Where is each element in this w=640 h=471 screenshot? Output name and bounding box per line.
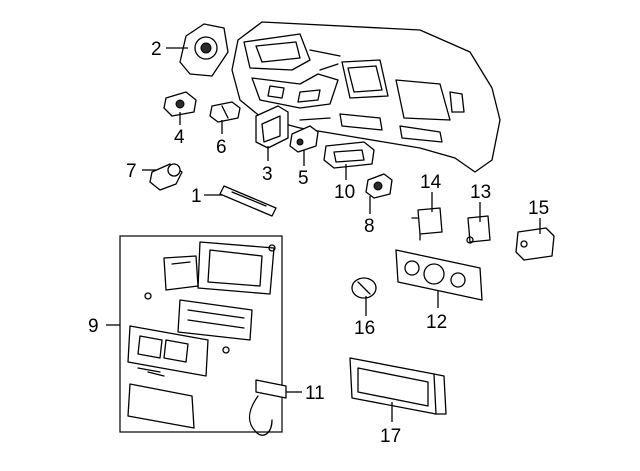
part-7-sensor	[149, 163, 183, 191]
callout-17: 17	[380, 426, 401, 447]
callout-10: 10	[334, 182, 355, 203]
part-12-control-panel	[395, 249, 483, 301]
callout-1: 1	[191, 186, 202, 207]
part-10-bezel	[323, 141, 375, 169]
part-13-bracket	[466, 215, 491, 244]
callout-9: 9	[88, 316, 99, 337]
callout-14: 14	[420, 172, 442, 193]
callout-5: 5	[298, 168, 309, 189]
part-17-climate-control	[349, 357, 447, 415]
callout-15: 15	[528, 198, 549, 219]
callout-12: 12	[426, 312, 447, 333]
part-2-headlamp-switch	[179, 23, 229, 77]
callout-6: 6	[216, 137, 227, 158]
instrument-panel	[231, 21, 501, 173]
part-15-module	[515, 227, 555, 261]
callout-16: 16	[354, 318, 375, 339]
part-4-switch	[163, 91, 197, 117]
part-9-group-box	[119, 235, 283, 433]
leader-lines	[106, 47, 541, 422]
callout-4: 4	[174, 127, 185, 148]
part-11-harness	[248, 379, 287, 436]
part-1-trim	[219, 185, 277, 217]
part-9-cluster-components	[127, 241, 276, 429]
part-6-switch	[209, 101, 241, 123]
callout-11: 11	[305, 383, 325, 404]
part-5-switch	[289, 125, 319, 153]
callout-2: 2	[151, 39, 162, 60]
callout-labels: 2 4 6 3 5 10 7 8 1 14 13 15 12 16 9 11 1…	[88, 39, 549, 447]
callout-7: 7	[126, 161, 137, 182]
part-3-module	[255, 105, 289, 149]
callout-3: 3	[262, 164, 273, 185]
part-16-knob	[351, 277, 377, 299]
callout-8: 8	[364, 216, 375, 237]
part-14-sensor	[411, 207, 443, 241]
callout-13: 13	[470, 182, 491, 203]
part-8-switch	[365, 173, 393, 199]
